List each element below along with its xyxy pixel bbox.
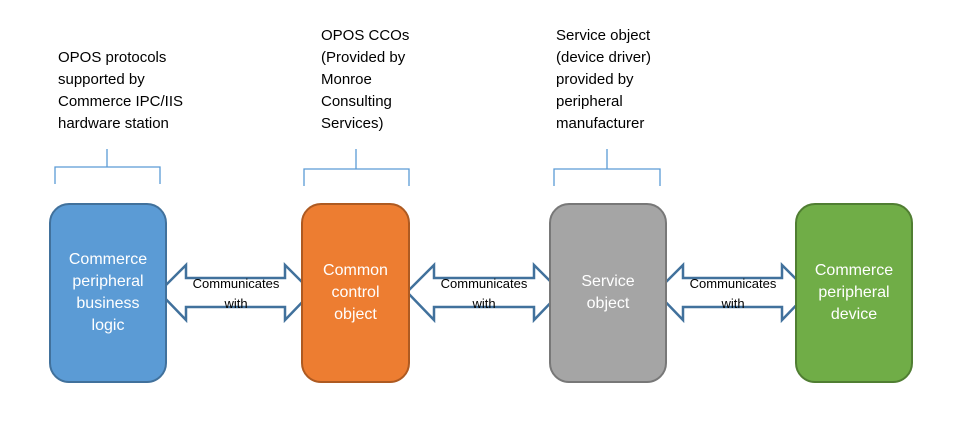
arrow-label-2: Communicates with <box>440 276 528 311</box>
annotation-brace-1 <box>54 149 161 184</box>
box-common-control-object: Common control object <box>301 203 410 383</box>
annotation-brace-2 <box>303 149 410 186</box>
box-service-object: Service object <box>549 203 667 383</box>
annotation-service-object: Service object (device driver) provided … <box>556 27 652 132</box>
annotation-opos-ccos: OPOS CCOs (Provided by Monroe Consulting… <box>321 27 410 132</box>
arrow-label-3: Communicates with <box>689 276 777 311</box>
annotation-opos-protocols: OPOS protocols supported by Commerce IPC… <box>58 49 184 132</box>
box-label: Common control object <box>323 262 388 323</box>
box-commerce-peripheral-business-logic: Commerce peripheral business logic <box>49 203 167 383</box>
annotation-brace-3 <box>553 149 661 186</box>
arrow-label-1: Communicates with <box>192 276 280 311</box>
box-label: Commerce peripheral business logic <box>68 251 148 334</box>
box-label: Commerce peripheral device <box>814 262 894 323</box>
box-label: Service object <box>581 273 635 312</box>
box-commerce-peripheral-device: Commerce peripheral device <box>795 203 913 383</box>
